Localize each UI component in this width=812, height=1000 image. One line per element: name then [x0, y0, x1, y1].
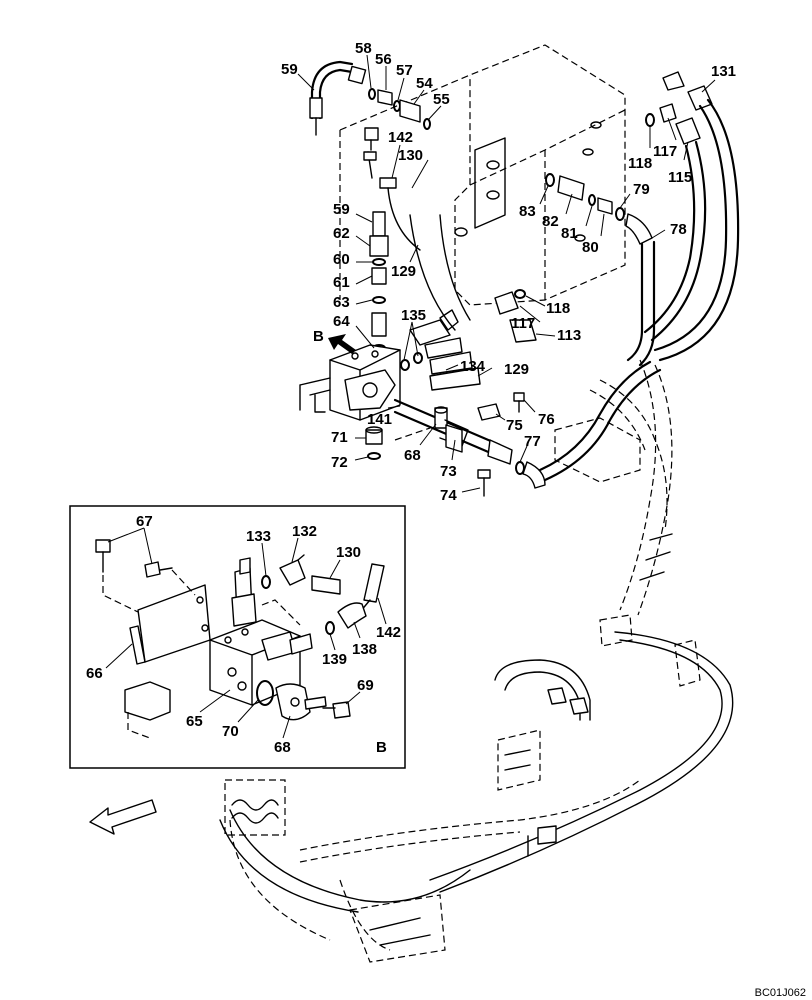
callout-118-lower: 118	[546, 300, 570, 317]
callout-73: 73	[440, 463, 457, 480]
callout-71: 71	[331, 429, 348, 446]
callout-61: 61	[333, 274, 350, 291]
callout-139: 139	[322, 651, 347, 668]
callout-129-upper: 129	[391, 263, 416, 280]
clamp-73	[445, 392, 525, 497]
plug-71	[365, 426, 383, 460]
callout-66: 66	[86, 665, 103, 682]
callout-62: 62	[333, 225, 350, 242]
callout-133: 133	[246, 528, 271, 545]
callout-79: 79	[633, 181, 650, 198]
callout-70: 70	[222, 723, 239, 740]
callout-57: 57	[396, 62, 413, 79]
callout-117-lower: 117	[511, 315, 535, 332]
frame-outline	[394, 417, 641, 483]
callout-134: 134	[460, 358, 486, 375]
callout-132: 132	[292, 523, 317, 540]
callout-142-detail: 142	[376, 624, 401, 641]
callout-74: 74	[440, 487, 457, 504]
callout-83: 83	[519, 203, 536, 220]
callout-82: 82	[542, 213, 559, 230]
callout-129-lower: 129	[504, 361, 529, 378]
leader-lines	[105, 54, 716, 739]
callout-55: 55	[433, 91, 450, 108]
callout-80: 80	[582, 239, 599, 256]
callout-labels: 59 58 56 57 54 55 142 130 59 62 60 61 63…	[86, 40, 806, 999]
callout-75: 75	[506, 417, 523, 434]
detail-b-tag: B	[376, 739, 387, 756]
callout-142: 142	[388, 129, 413, 146]
fitting-cluster-135	[400, 309, 481, 391]
callout-60: 60	[333, 251, 350, 268]
callout-77: 77	[524, 433, 541, 450]
check-valve-stack	[369, 211, 389, 352]
callout-113: 113	[557, 327, 581, 344]
callout-131: 131	[711, 63, 736, 80]
callout-58: 58	[355, 40, 372, 57]
callout-138: 138	[352, 641, 377, 658]
callout-59: 59	[281, 61, 298, 78]
manifold-block	[299, 344, 401, 421]
pilot-hose-59-upper	[309, 60, 431, 189]
callout-115: 115	[668, 169, 692, 186]
callout-135: 135	[401, 307, 426, 324]
callout-130-detail: 130	[336, 544, 361, 561]
callout-69: 69	[357, 677, 374, 694]
callout-118-upper: 118	[628, 155, 652, 172]
detail-b-parts	[95, 539, 385, 739]
callout-63: 63	[333, 294, 350, 311]
control-valve-outline	[339, 44, 626, 306]
view-b-arrow-icon	[328, 334, 356, 354]
callout-117-upper: 117	[653, 143, 677, 160]
pipe-141	[393, 398, 546, 489]
callout-130: 130	[398, 147, 423, 164]
callout-141: 141	[367, 411, 392, 428]
drawing-code: BC01J062	[755, 987, 806, 999]
lower-components	[224, 533, 701, 963]
callout-59-stack: 59	[333, 201, 350, 218]
callout-78: 78	[670, 221, 687, 238]
front-direction-arrow-icon	[89, 799, 157, 835]
callout-72: 72	[331, 454, 348, 471]
callout-76: 76	[538, 411, 555, 428]
callout-54: 54	[416, 75, 433, 92]
top-right-fittings	[645, 71, 713, 145]
callout-67: 67	[136, 513, 153, 530]
callout-81: 81	[561, 225, 578, 242]
detail-b-frame	[69, 505, 406, 769]
callout-68: 68	[404, 447, 421, 464]
callout-68-detail: 68	[274, 739, 291, 756]
callout-64: 64	[333, 313, 350, 330]
callout-56: 56	[375, 51, 392, 68]
view-b-marker: B	[313, 328, 324, 345]
callout-65: 65	[186, 713, 203, 730]
